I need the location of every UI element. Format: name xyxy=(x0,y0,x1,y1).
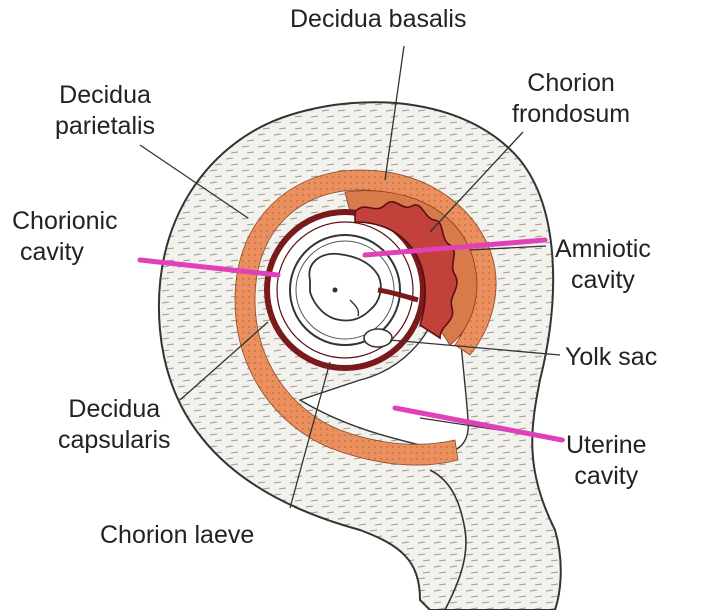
label-chorionic-cavity: Chorionic cavity xyxy=(12,206,118,268)
label-chorion-laeve: Chorion laeve xyxy=(100,520,254,551)
label-decidua-basalis: Decidua basalis xyxy=(290,4,467,35)
label-uterine-cavity: Uterine cavity xyxy=(566,430,647,492)
label-yolk-sac: Yolk sac xyxy=(565,342,657,373)
embryo-eye xyxy=(333,288,338,293)
label-decidua-capsularis: Decidua capsularis xyxy=(58,394,171,456)
yolk-sac xyxy=(364,329,392,347)
label-amniotic-cavity: Amniotic cavity xyxy=(555,234,651,296)
label-chorion-frondosum: Chorion frondosum xyxy=(512,68,630,130)
label-decidua-parietalis: Decidua parietalis xyxy=(55,80,155,142)
